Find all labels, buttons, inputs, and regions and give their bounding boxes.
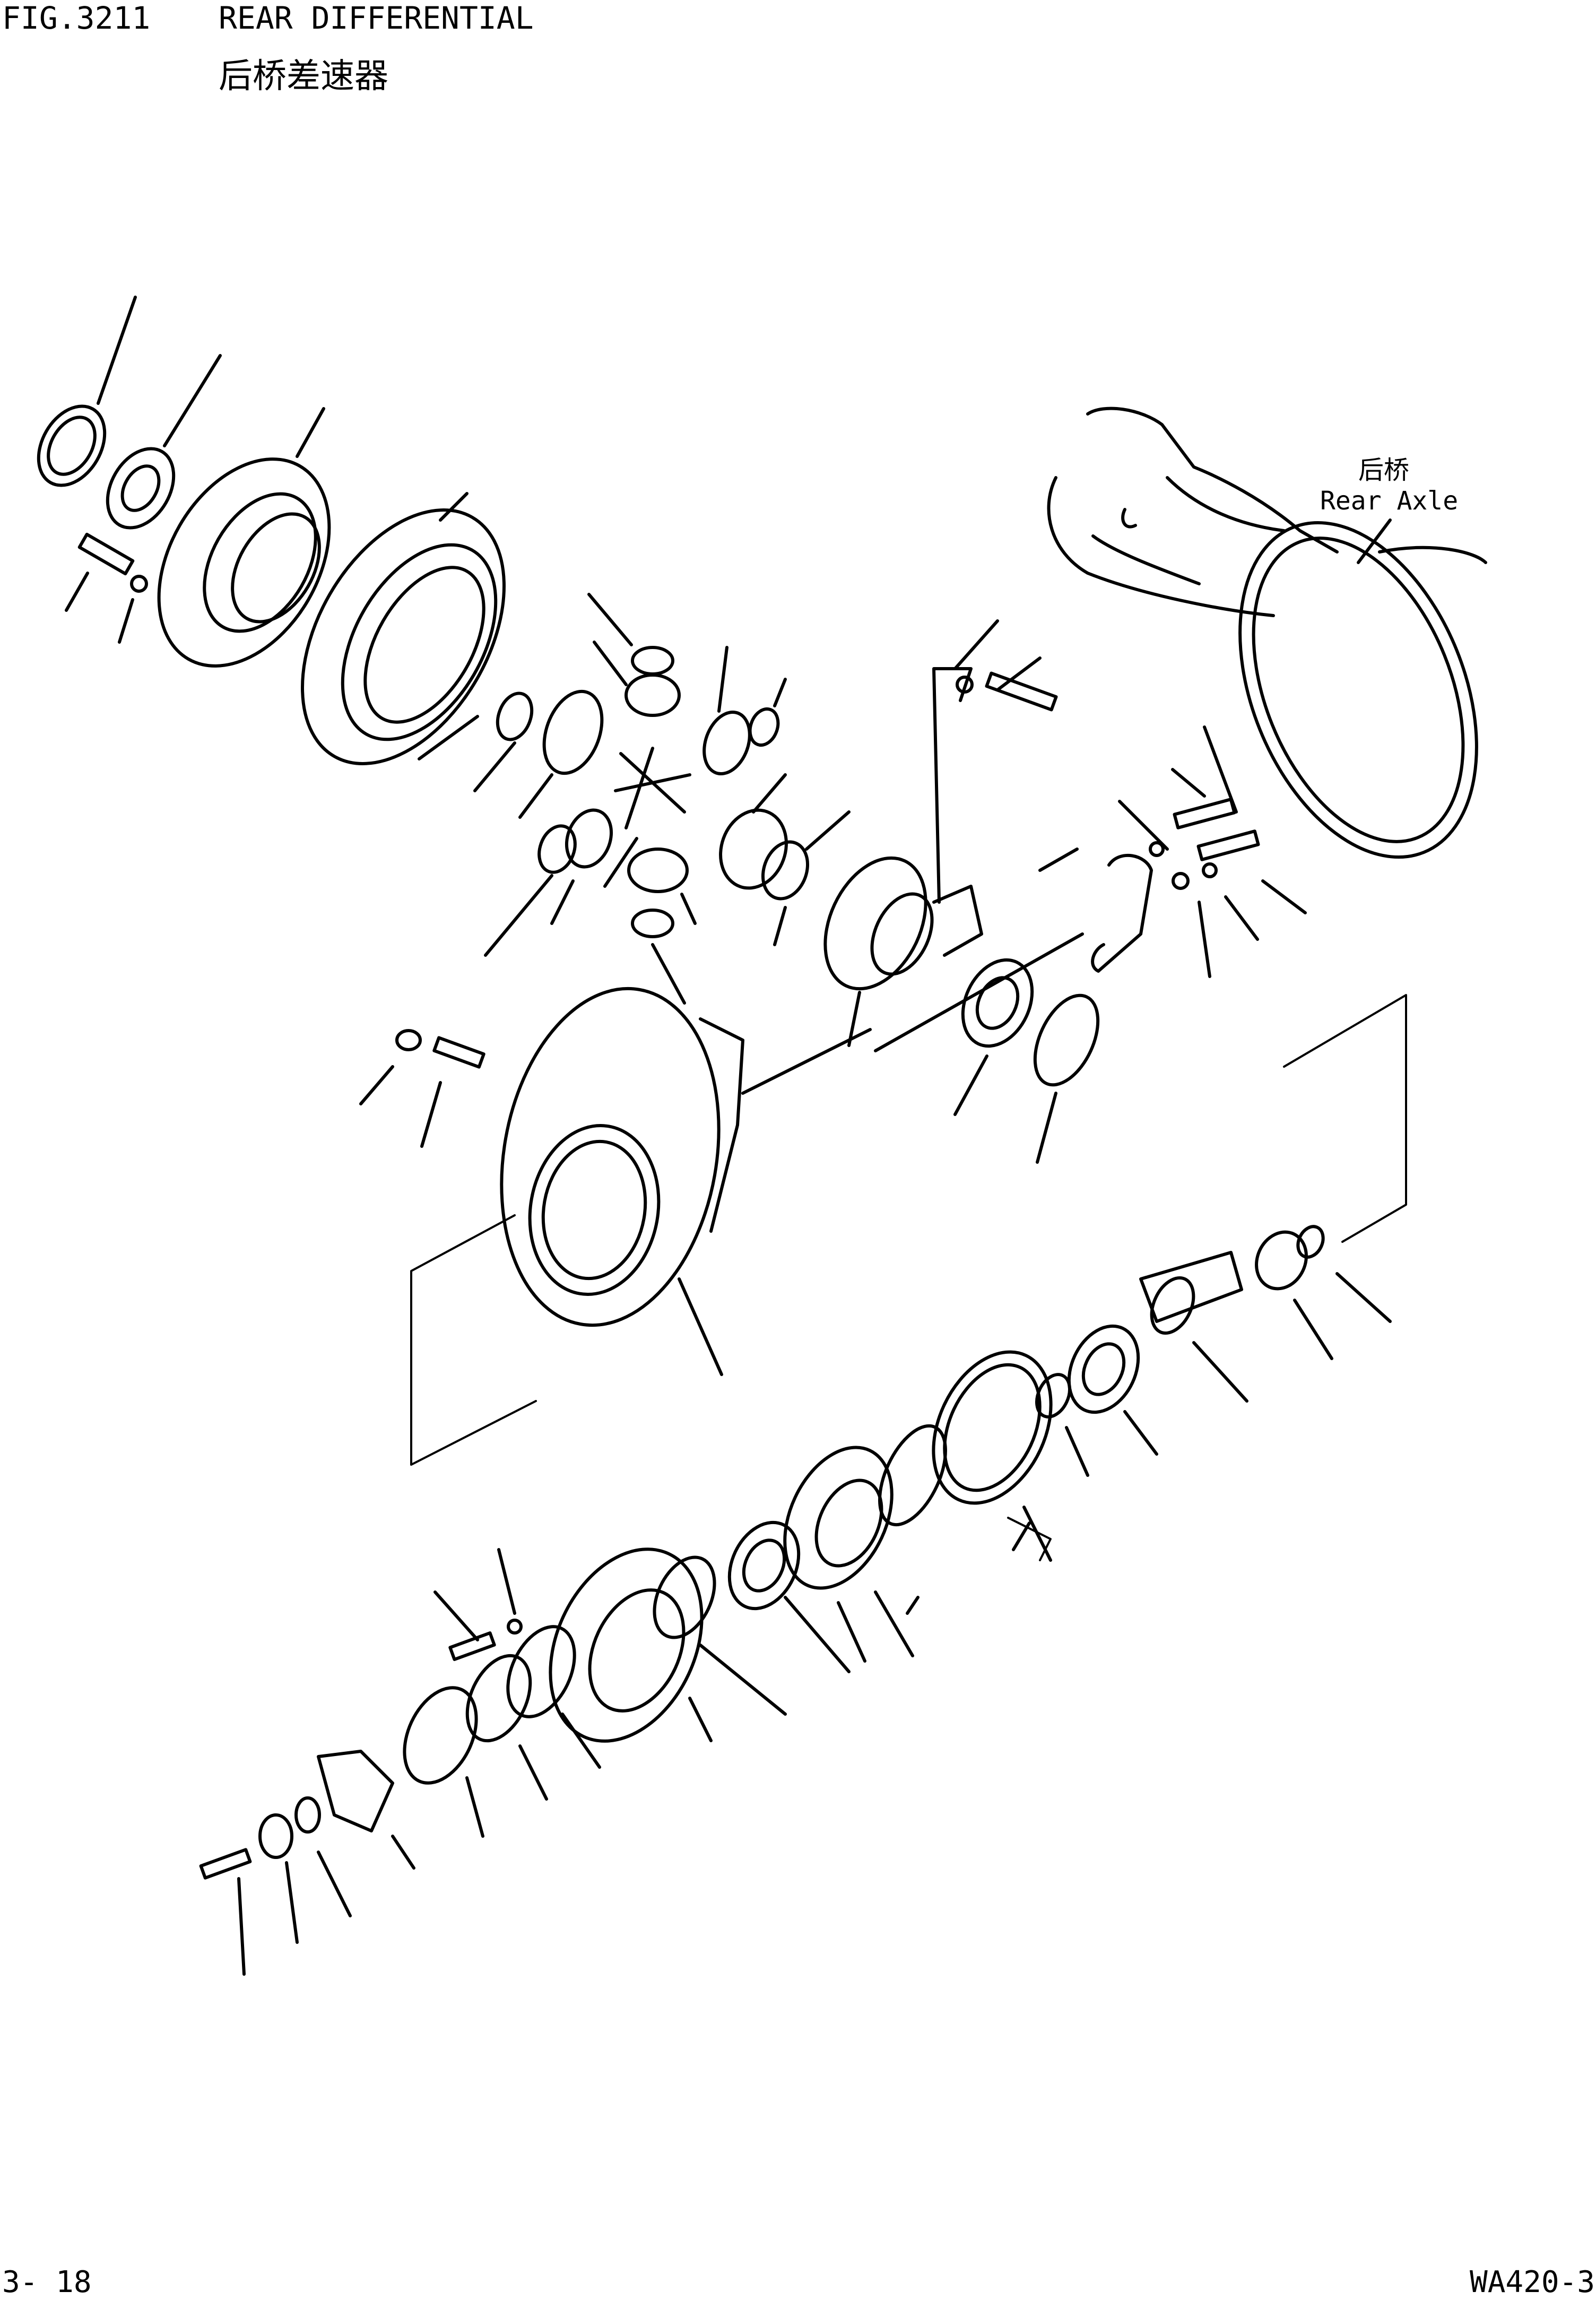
- cage-bolt: [65, 532, 148, 644]
- bracket-lines: [410, 994, 1407, 1561]
- bearing-right-pair: [953, 958, 1100, 1164]
- bearing-left: [106, 354, 222, 530]
- figure-title: REAR DIFFERENTIAL: [219, 0, 534, 36]
- figure-number: FIG.3211: [2, 0, 151, 36]
- stud-nut: [359, 1029, 485, 1148]
- bearing-cage: [157, 407, 331, 668]
- differential-gears: [418, 593, 851, 1005]
- adjust-bolt: [932, 619, 1058, 904]
- pinion-group: [932, 1225, 1392, 1562]
- page-number: 3- 18: [2, 2265, 92, 2299]
- oil-seal: [37, 296, 137, 487]
- coupling-group: [199, 1548, 601, 1976]
- rear-axle-housing: [1047, 407, 1487, 859]
- model-number: WA420-3: [1470, 2265, 1595, 2299]
- figure-title-chinese: 后桥差速器: [219, 57, 388, 96]
- rear-axle-leader: [1357, 518, 1392, 564]
- rear-axle-label-chinese: 后桥: [1358, 455, 1410, 485]
- ring-gear: [301, 492, 506, 765]
- lock-plate-group: [1038, 725, 1307, 978]
- differential-case: [823, 856, 1084, 1052]
- rear-axle-label: Rear Axle: [1320, 486, 1459, 516]
- carrier-housing: [500, 987, 872, 1376]
- pinion-cage-group: [549, 1424, 947, 1743]
